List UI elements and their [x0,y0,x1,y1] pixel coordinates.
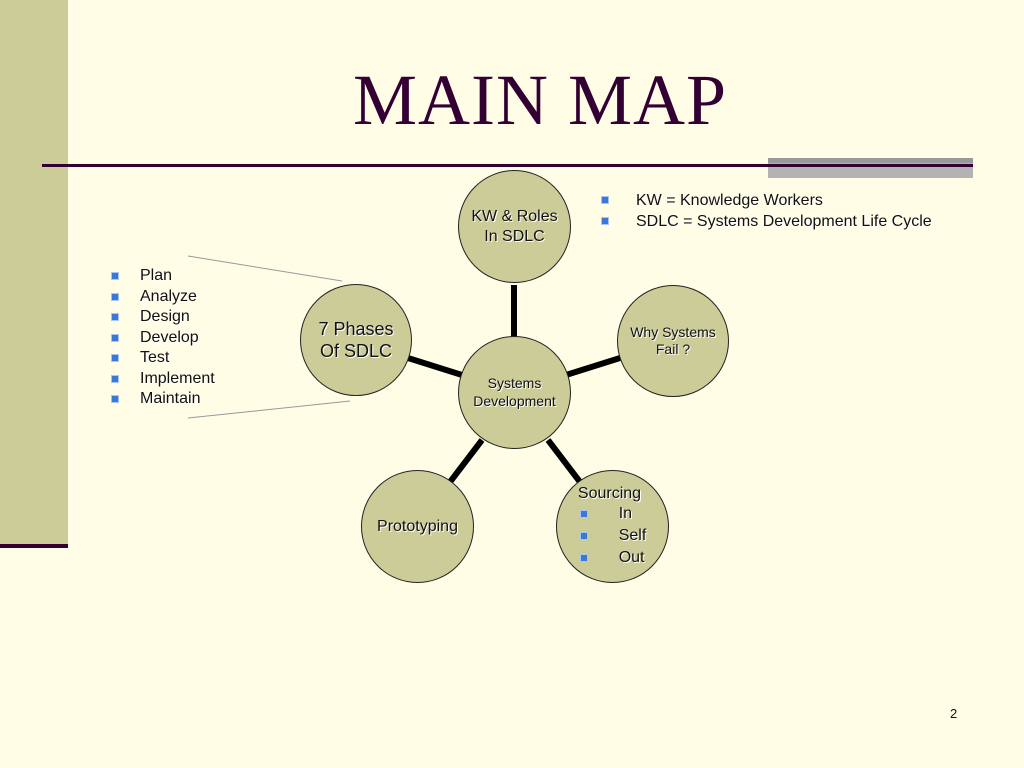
list-item: Plan [108,266,215,287]
sourcing-heading: Sourcing [577,484,642,502]
list-item: Test [108,348,215,369]
bullet-icon [602,218,608,224]
callout-line-top [187,255,343,282]
connector-prototyping [447,438,485,484]
bullet-icon [112,273,118,279]
note-item: SDLC = Systems Development Life Cycle [598,211,932,232]
node-sourcing: Sourcing In Self Out [556,470,669,583]
title-rule [42,164,973,167]
sourcing-item: In [579,503,647,525]
bullet-icon [602,197,608,203]
node-7-phases: 7 Phases Of SDLC [300,284,412,396]
sourcing-item: Self [579,525,646,547]
bullet-icon [112,355,118,361]
node-systems-development: Systems Development [458,336,571,449]
node-why-systems-fail: Why Systems Fail ? [617,285,729,397]
sourcing-item: Out [579,547,647,569]
callout-line-bottom [187,400,351,419]
side-band [0,0,68,547]
list-item: Implement [108,369,215,390]
title-accent-bar [768,158,973,178]
side-rule [0,544,68,548]
list-item: Analyze [108,287,215,308]
connector-why-fail [565,355,621,378]
page-number: 2 [950,706,958,721]
center-line2: Development [473,392,556,409]
phases-line1: 7 Phases [318,318,394,339]
list-item: Maintain [108,389,215,410]
title-accent-bar-shade [768,158,973,163]
bullet-icon [112,396,118,402]
slide-title: MAIN MAP [352,60,728,140]
note-item: KW = Knowledge Workers [598,190,932,211]
phase-list: Plan Analyze Design Develop Test Impleme… [108,266,215,410]
bullet-icon [580,510,587,517]
bullet-icon [580,554,587,561]
list-item: Design [108,307,215,328]
connector-sourcing [545,438,583,484]
list-item: Develop [108,328,215,349]
kw-roles-line2: In SDLC [484,227,545,245]
center-line1: Systems [487,375,542,391]
kw-roles-line1: KW & Roles [471,207,558,225]
node-kw-roles: KW & Roles In SDLC [458,170,571,283]
prototyping-label: Prototyping [377,517,458,535]
abbreviation-notes: KW = Knowledge Workers SDLC = Systems De… [598,190,932,232]
bullet-icon [112,293,118,300]
bullet-icon [580,532,587,539]
phases-line2: Of SDLC [319,341,393,361]
node-prototyping: Prototyping [361,470,474,583]
bullet-icon [112,375,118,382]
connector-phases [407,355,463,378]
bullet-icon [112,334,118,341]
bullet-icon [112,314,118,320]
why-fail-line1: Why Systems [630,323,716,340]
why-fail-line2: Fail ? [655,341,691,357]
